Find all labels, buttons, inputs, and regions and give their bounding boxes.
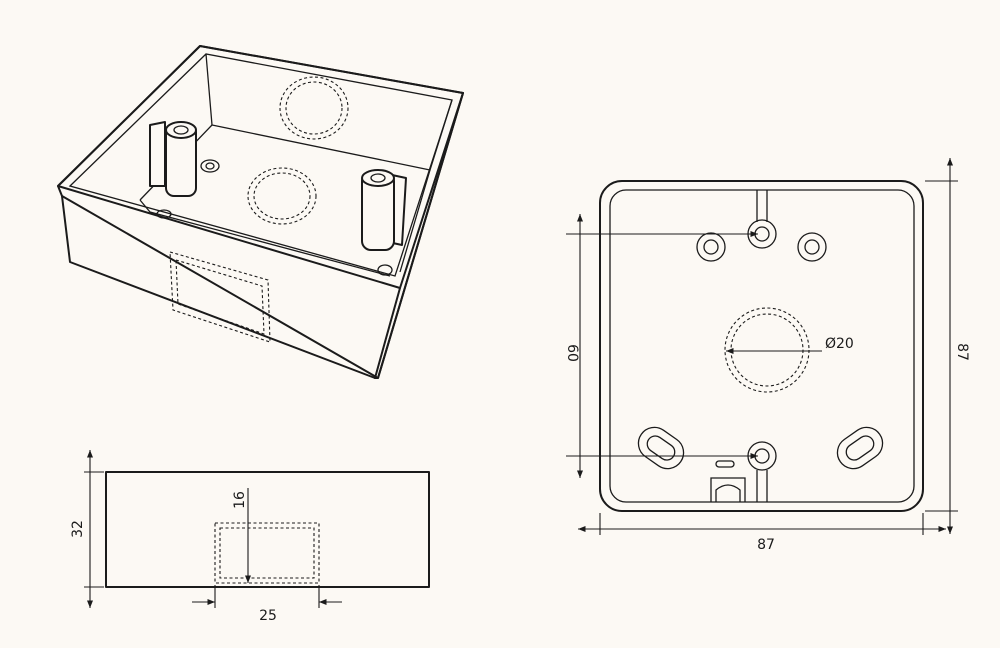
- dim-label-diameter: Ø20: [825, 336, 854, 352]
- side-knockout-outline: [214, 522, 320, 584]
- dim-label-knockout-25: 25: [259, 608, 277, 624]
- dim-label-height-32: 32: [70, 520, 86, 538]
- dim-label-knockout-16: 16: [232, 491, 248, 509]
- box-inner-back-wall: [205, 53, 453, 171]
- bottom-clip: [710, 460, 746, 502]
- dim-label-height-87: 87: [954, 343, 970, 361]
- knockout-side: [169, 251, 271, 343]
- dim-label-hole-spacing-60: 60: [564, 344, 580, 362]
- top-view-inner: [609, 189, 915, 503]
- box-front-left-face: [61, 195, 376, 379]
- center-knockout: [724, 307, 810, 393]
- screw-boss-right: [361, 169, 407, 251]
- side-view: 32 16 25: [70, 450, 430, 624]
- dim-label-width-87: 87: [757, 537, 775, 553]
- box-floor: [139, 199, 391, 277]
- floor-screw-hole: [200, 159, 220, 173]
- hole-top-right: [797, 232, 827, 262]
- box-rim: [57, 45, 464, 289]
- isometric-view: [57, 45, 464, 379]
- top-view: Ø20 60 87 87: [564, 158, 970, 553]
- slot-bottom-left: [637, 426, 685, 470]
- knockout-back: [279, 76, 349, 140]
- slot-bottom-right: [836, 426, 884, 470]
- screw-boss-left: [149, 121, 197, 197]
- knockout-floor: [247, 167, 317, 225]
- side-view-outline: [105, 471, 430, 588]
- top-view-outer: [599, 180, 924, 512]
- hole-top-left: [696, 232, 726, 262]
